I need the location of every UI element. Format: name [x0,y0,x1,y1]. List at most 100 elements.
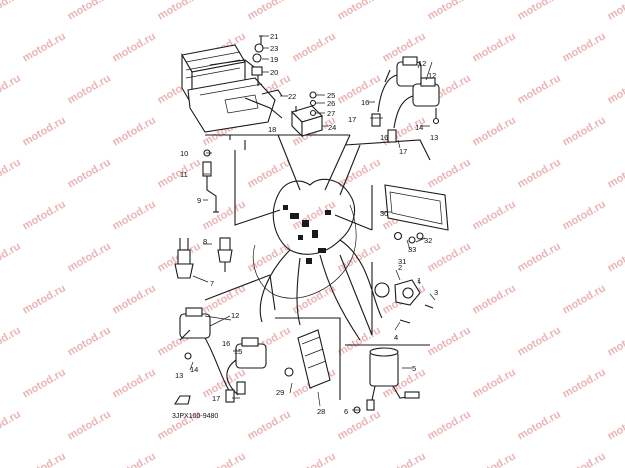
watermark-text: motod.ru [201,198,248,232]
rubber-pad [284,329,331,389]
watermark-text: motod.ru [21,450,68,468]
watermark-text: motod.ru [426,240,473,274]
watermark-text: motod.ru [291,30,338,64]
watermark-text: motod.ru [111,366,158,400]
callout-5: 5 [412,364,416,373]
diagram-code: 3JPX100-9480 [172,413,218,420]
watermark-text: motod.ru [606,156,625,190]
callout-31: 31 [398,257,406,266]
watermark-text: motod.ru [336,408,383,442]
callout-14-upper: 14 [415,123,423,132]
watermark-text: motod.ru [471,30,518,64]
watermark-text: motod.ru [516,72,563,106]
watermark-text: motod.ru [66,240,113,274]
callout-29: 29 [276,388,284,397]
callout-16-upper: 16 [361,98,369,107]
watermark-text: motod.ru [66,324,113,358]
callout-24: 24 [328,123,336,132]
watermark-text: motod.ru [561,450,608,468]
neutral-switch [374,279,434,324]
watermark-text: motod.ru [111,282,158,316]
callout-11: 11 [180,170,188,179]
callout-10: 10 [180,149,188,158]
cdi-unit-assembly [181,35,283,133]
callout-7: 7 [210,279,214,288]
callout-32: 32 [424,236,432,245]
ignition-coil-lower [179,307,267,403]
callout-12-upper: 12 [418,59,426,68]
watermark-text: motod.ru [111,198,158,232]
callout-14-lower: 14 [190,365,198,374]
watermark-text: motod.ru [0,72,23,106]
watermark-text: motod.ru [291,450,338,468]
watermark-text: motod.ru [21,114,68,148]
watermark-text: motod.ru [561,366,608,400]
watermark-text: motod.ru [426,156,473,190]
callout-30: 30 [380,209,388,218]
watermark-text: motod.ru [0,0,23,23]
watermark-text: motod.ru [471,450,518,468]
callout-26: 26 [327,99,335,108]
ignition-coil-upper [371,56,440,143]
watermark-text: motod.ru [516,240,563,274]
callout-21: 21 [270,32,278,41]
watermark-text: motod.ru [21,366,68,400]
watermark-text: motod.ru [606,408,625,442]
callout-ticks [189,35,436,411]
callout-13-upper: 13 [430,133,438,142]
watermark-text: motod.ru [66,72,113,106]
tail-lamp [384,184,449,244]
callout-13-lower: 13 [175,371,183,380]
pressure-switches [174,237,233,279]
callout-28: 28 [317,407,325,416]
watermark-text: motod.ru [381,450,428,468]
callout-18: 18 [268,125,276,134]
watermark-text: motod.ru [21,30,68,64]
watermark-text: motod.ru [336,72,383,106]
watermark-text: motod.ru [0,156,23,190]
watermark-text: motod.ru [606,324,625,358]
watermark-text: motod.ru [21,282,68,316]
watermark-text: motod.ru [561,282,608,316]
watermark-text: motod.ru [21,198,68,232]
callout-12-upper-b: 12 [428,71,436,80]
watermark-text: motod.ru [516,0,563,23]
callout-17-lower: 17 [212,394,220,403]
callout-25: 25 [327,91,335,100]
callout-33: 33 [408,245,416,254]
watermark-text: motod.ru [0,324,23,358]
watermark-text: motod.ru [66,156,113,190]
watermark-text: motod.ru [336,240,383,274]
callout-2: 2 [398,263,402,272]
callout-19: 19 [270,55,278,64]
watermark-text: motod.ru [111,114,158,148]
watermark-text: motod.ru [201,450,248,468]
watermark-text: motod.ru [606,240,625,274]
leader-lines [204,134,431,400]
starter-relay [353,347,420,414]
callout-9: 9 [197,196,201,205]
callout-23: 23 [270,44,278,53]
callout-8: 8 [203,237,207,246]
callout-17-upper-b: 17 [399,147,407,156]
callout-20: 20 [270,68,278,77]
watermark-text: motod.ru [426,0,473,23]
callout-27: 27 [327,109,335,118]
sensor-lead [202,149,219,213]
callout-labels: 21 23 19 20 22 18 25 26 27 24 12 12 16 1… [175,32,438,416]
watermark-text: motod.ru [66,0,113,23]
callout-15: 15 [234,347,242,356]
watermark-text: motod.ru [111,450,158,468]
callout-16-lower: 16 [222,339,230,348]
callout-6: 6 [344,407,348,416]
watermark-text: motod.ru [606,72,625,106]
watermark-text: motod.ru [0,240,23,274]
watermark-text: motod.ru [561,30,608,64]
watermark-text: motod.ru [561,114,608,148]
watermark-text: motod.ru [516,324,563,358]
watermark-text: motod.ru [0,408,23,442]
watermark-text: motod.ru [606,0,625,23]
callout-4: 4 [394,333,398,342]
watermark-text: motod.ru [471,198,518,232]
